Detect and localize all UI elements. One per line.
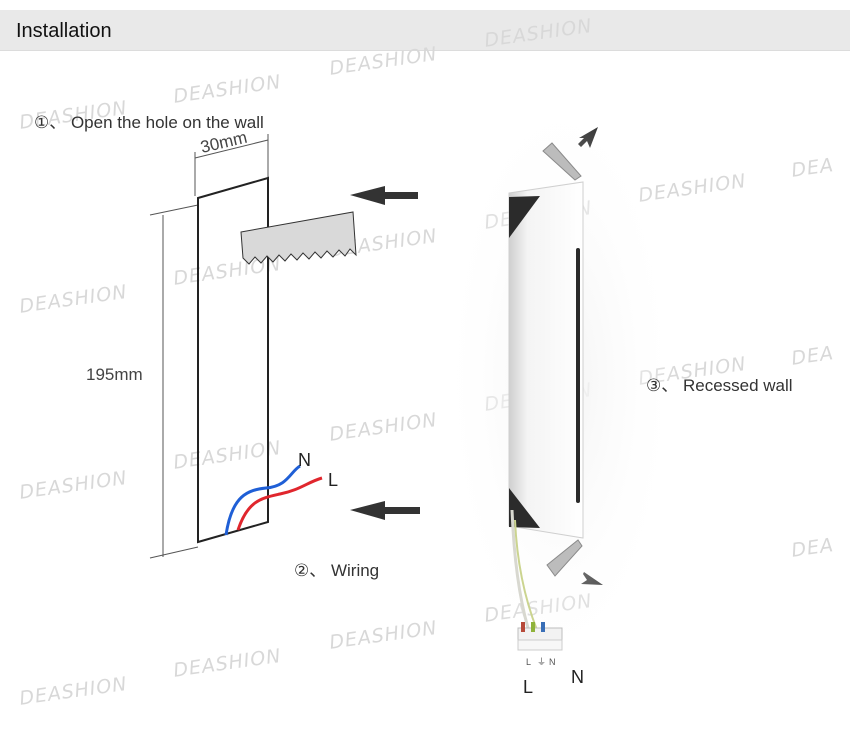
top-spring-clip — [542, 142, 582, 181]
lamp-corner-top — [509, 196, 540, 238]
neutral-wire-label: N — [298, 450, 311, 470]
arrow-left-icon — [350, 501, 420, 520]
width-dimension: 30mm — [194, 128, 269, 196]
arrow-left-icon — [350, 186, 418, 205]
lamp-corner-bottom — [509, 488, 540, 528]
live-wire-label: L — [328, 470, 339, 490]
step2-label: ②、 Wiring — [294, 561, 380, 580]
step1-label: ①、 Open the hole on the wall — [34, 113, 264, 132]
earth-lead-wire — [514, 519, 538, 631]
recessed-lamp-body — [508, 181, 584, 539]
lamp-slot — [576, 248, 580, 503]
terminal-block: L ⏚ N — [517, 622, 563, 668]
bottom-spring-clip — [546, 539, 583, 577]
terminal-label-l: L — [526, 657, 531, 667]
section-header: Installation — [0, 10, 850, 51]
blue-wire — [224, 464, 301, 536]
terminal-neutral-label: N — [571, 667, 584, 687]
saw-blade-icon — [240, 211, 357, 265]
height-dimension — [149, 204, 199, 559]
terminal-live-label: L — [523, 677, 534, 697]
wall-hole-outline — [197, 176, 269, 544]
red-wire — [236, 476, 323, 531]
lamp-lead-wires — [510, 509, 530, 629]
section-title: Installation — [16, 20, 112, 42]
height-dimension-label: 195mm — [86, 365, 143, 384]
terminal-label-n: N — [549, 657, 556, 667]
step3-label: ③、 Recessed wall — [646, 376, 793, 395]
terminal-label-earth: ⏚ — [537, 657, 546, 668]
